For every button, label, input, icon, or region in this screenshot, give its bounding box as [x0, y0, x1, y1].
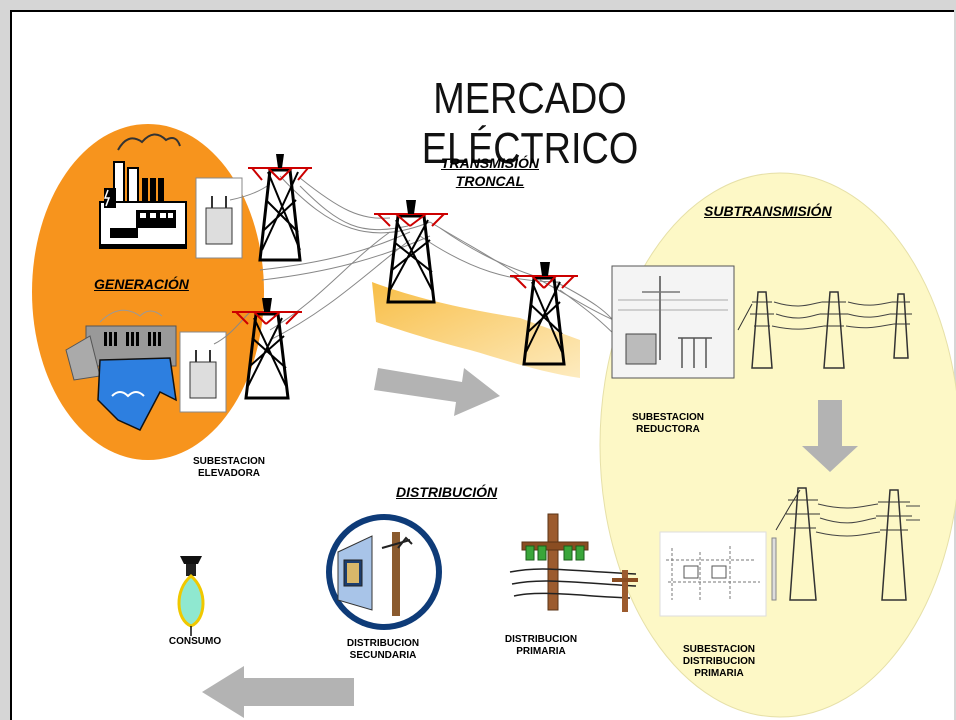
arrow-consumo-flow: [202, 666, 354, 718]
label-consumo: CONSUMO: [168, 636, 222, 647]
step-up-transformer-top: [195, 177, 243, 259]
label-distribucion-primaria: DISTRIBUCION PRIMARIA: [488, 634, 594, 658]
label-subestacion-elevadora: SUBESTACION ELEVADORA: [176, 456, 282, 480]
substation-distribucion-photo: [659, 531, 777, 617]
label-line: ELEVADORA: [197, 468, 261, 479]
transmission-tower-4: [510, 262, 578, 366]
light-bulb-icon: [177, 556, 205, 636]
transmision-line-2: TRONCAL: [455, 173, 525, 189]
stage-label-subtransmision: SUBTRANSMISIÓN: [704, 203, 832, 219]
transmission-tower-1: [248, 154, 312, 262]
label-subestacion-distribucion-primaria: SUBESTACION DISTRIBUCION PRIMARIA: [664, 644, 774, 680]
stage-label-generacion: GENERACIÓN: [94, 276, 189, 292]
distribution-tower-1: [775, 487, 820, 601]
page-title: MERCADO ELÉCTRICO: [421, 74, 639, 173]
label-line: SUBESTACION: [631, 412, 705, 423]
label-line: DISTRIBUCION: [346, 638, 420, 649]
label-distribucion-secundaria: DISTRIBUCION SECUNDARIA: [328, 638, 438, 662]
label-line: SUBESTACION: [682, 644, 756, 655]
distribution-primary-pole-icon: [509, 513, 638, 612]
label-line: DISTRIBUCION: [682, 656, 756, 667]
subtransmission-lines: [771, 301, 895, 330]
hydro-dam-icon: [65, 309, 177, 431]
stage-label-distribucion: DISTRIBUCIÓN: [396, 484, 498, 500]
label-line: PRIMARIA: [516, 646, 566, 657]
distribution-secondary-icon: [326, 514, 442, 630]
stage-label-transmision: TRANSMISIÓN TRONCAL: [430, 154, 550, 190]
label-subestacion-reductora: SUBESTACION REDUCTORA: [616, 412, 720, 436]
subtransmission-zone: [599, 172, 956, 718]
label-line: PRIMARIA: [694, 668, 744, 679]
arrow-down-flow: [802, 400, 858, 472]
label-line: SECUNDARIA: [349, 650, 417, 661]
subtransmission-tower-2: [820, 291, 848, 369]
label-line: DISTRIBUCION: [504, 634, 578, 645]
label-line: REDUCTORA: [636, 424, 700, 435]
subtransmission-tower-1: [737, 291, 774, 369]
distribution-tower-2: [876, 489, 912, 601]
distribution-tower-lines: [815, 503, 920, 537]
label-line: SUBESTACION: [192, 456, 266, 467]
arrow-transmission-flow: [374, 368, 500, 416]
step-up-transformer-bottom: [179, 331, 227, 413]
transmission-glow: [372, 282, 580, 378]
subtransmission-tower-3: [890, 293, 912, 359]
transmision-line-1: TRANSMISIÓN: [441, 155, 539, 171]
thermal-plant-icon: [99, 133, 187, 249]
transmission-tower-2: [374, 200, 448, 304]
substation-reductora-photo: [611, 265, 735, 379]
transmission-tower-3: [232, 298, 302, 400]
